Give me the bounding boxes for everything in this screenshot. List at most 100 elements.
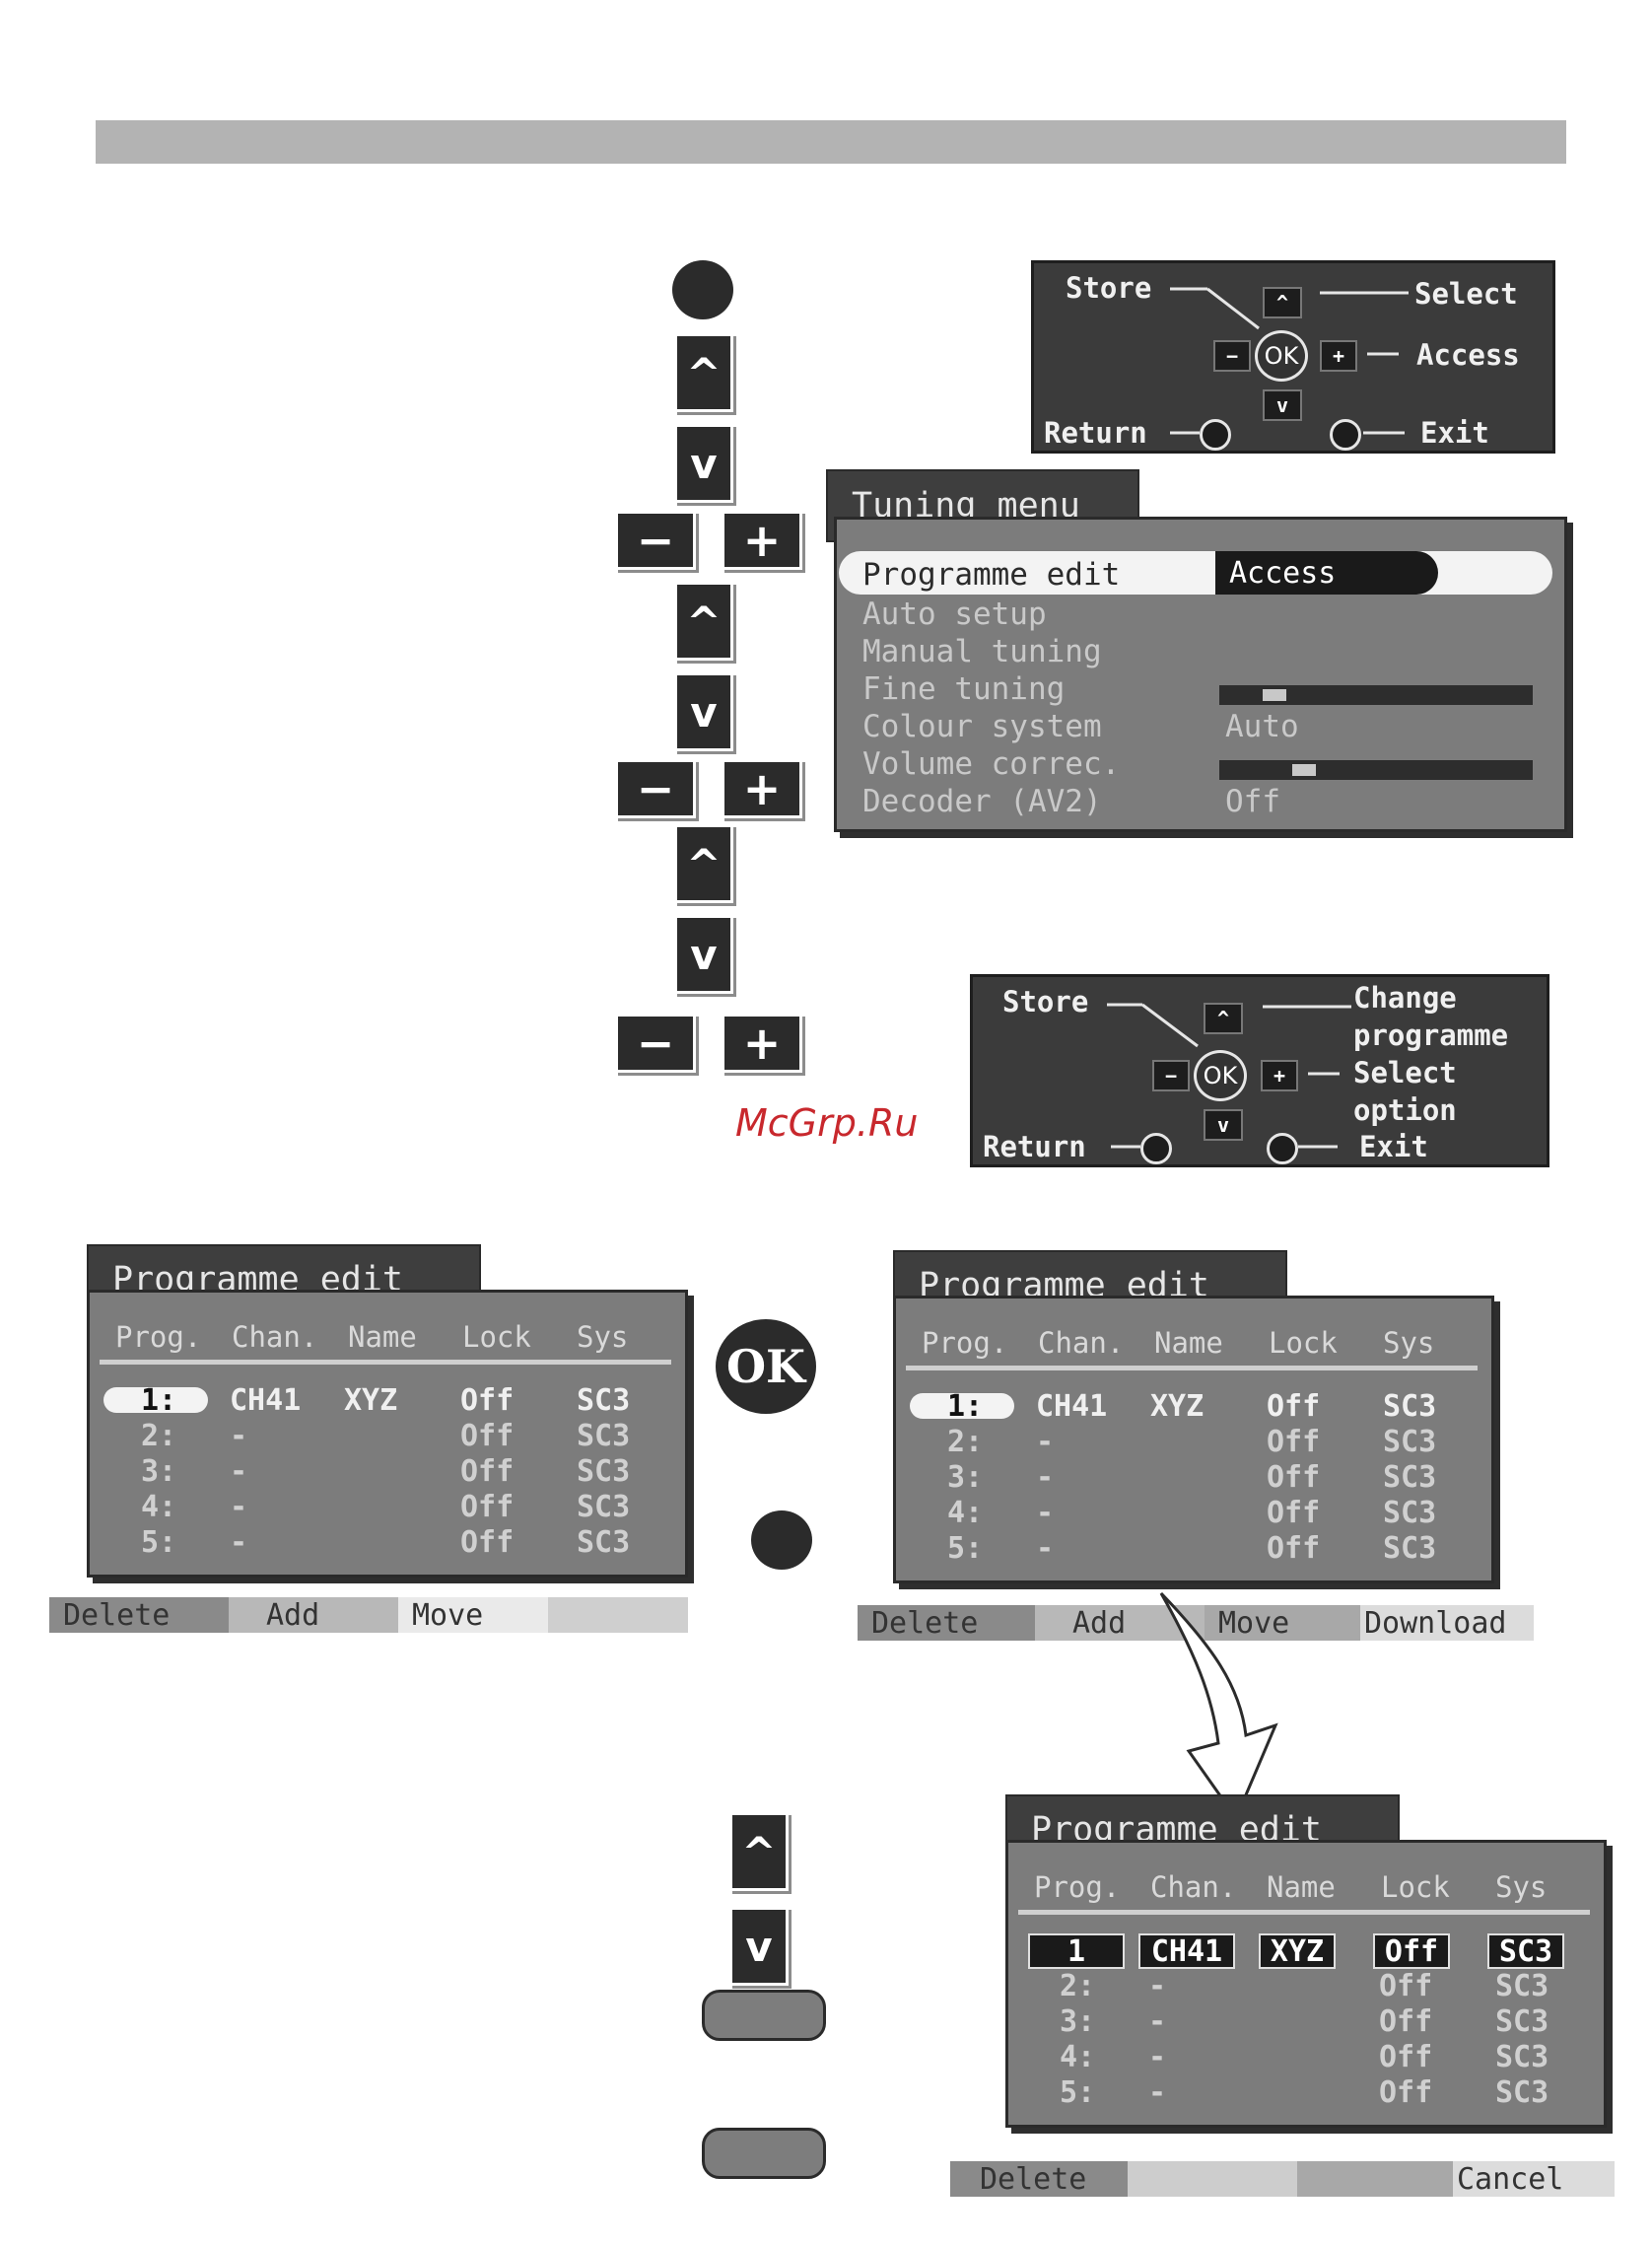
minus-key-3[interactable]: −	[615, 1014, 696, 1073]
fine-tuning-slider[interactable]	[1219, 685, 1533, 705]
row1-name: XYZ	[344, 1383, 398, 1418]
help-panel-2: Store Change programme Select option Ret…	[970, 974, 1549, 1167]
row4-chan: -	[1036, 1496, 1055, 1530]
row3-lock: Off	[1267, 1460, 1321, 1495]
header-rule	[906, 1366, 1478, 1370]
row1-chan: CH41	[1036, 1389, 1108, 1424]
footer2-delete[interactable]: Delete	[858, 1605, 1035, 1641]
row3-prog[interactable]: 3:	[1060, 2004, 1096, 2039]
minus-key-2[interactable]: −	[615, 759, 696, 818]
row5-sys: SC3	[1495, 2075, 1549, 2110]
row3-prog[interactable]: 3:	[947, 1460, 984, 1495]
plus-key-2[interactable]: +	[722, 759, 802, 818]
row2-prog[interactable]: 2:	[1060, 1969, 1096, 2003]
row1-sys: SC3	[1383, 1389, 1437, 1424]
footer-2: Delete Add Move Download	[858, 1605, 1534, 1641]
row4-prog[interactable]: 4:	[141, 1490, 177, 1524]
prog-edit-3-panel: Prog. Chan. Name Lock Sys 1 CH41 XYZ Off…	[1005, 1840, 1607, 2128]
down-key-3[interactable]: v	[674, 915, 733, 994]
plus-key-3[interactable]: +	[722, 1014, 802, 1073]
col-chan: Chan.	[1038, 1326, 1125, 1360]
move-row-prog[interactable]: 1	[1028, 1933, 1125, 1969]
volume-correc-slider[interactable]	[1219, 760, 1533, 780]
row4-sys: SC3	[1495, 2040, 1549, 2074]
row1-prog[interactable]: 1:	[141, 1383, 177, 1418]
row3-prog[interactable]: 3:	[141, 1454, 177, 1489]
row5-sys: SC3	[1383, 1531, 1437, 1566]
menu-button[interactable]	[672, 260, 733, 319]
footer-3: Delete Cancel	[950, 2161, 1615, 2197]
help2-return-circle-icon	[1140, 1133, 1172, 1164]
footer1-delete[interactable]: Delete	[49, 1597, 229, 1633]
footer1-blank[interactable]	[548, 1597, 688, 1633]
header-rule	[100, 1360, 671, 1365]
move-row-lock: Off	[1373, 1933, 1450, 1969]
row1-prog[interactable]: 1:	[947, 1389, 984, 1424]
move-row-sys: SC3	[1487, 1933, 1564, 1969]
menu-item-fine-tuning[interactable]: Fine tuning	[862, 671, 1066, 707]
help1-ok-icon: OK	[1255, 330, 1308, 382]
programme-edit-access-value[interactable]: Access	[1215, 551, 1438, 595]
col-lock: Lock	[1381, 1870, 1450, 1904]
footer3-blank-1[interactable]	[1128, 2161, 1297, 2197]
help2-option-label: option	[1353, 1093, 1457, 1127]
colour-key-1[interactable]	[702, 1990, 826, 2041]
minus-key-1[interactable]: −	[615, 511, 696, 570]
row4-chan: -	[230, 1490, 248, 1524]
round-button[interactable]	[751, 1510, 812, 1570]
footer3-delete[interactable]: Delete	[950, 2161, 1128, 2197]
move-row-name: XYZ	[1259, 1933, 1336, 1969]
menu-item-decoder-av2[interactable]: Decoder (AV2)	[862, 784, 1102, 819]
row2-lock: Off	[1379, 1969, 1433, 2003]
row3-lock: Off	[460, 1454, 515, 1489]
row5-lock: Off	[1379, 2075, 1433, 2110]
row4-sys: SC3	[1383, 1496, 1437, 1530]
row5-chan: -	[1148, 2075, 1167, 2110]
menu-item-manual-tuning[interactable]: Manual tuning	[862, 634, 1102, 669]
footer3-blank-2[interactable]	[1297, 2161, 1453, 2197]
menu-item-auto-setup[interactable]: Auto setup	[862, 597, 1047, 632]
footer1-move[interactable]: Move	[398, 1597, 548, 1633]
row5-prog[interactable]: 5:	[1060, 2075, 1096, 2110]
ok-button[interactable]: OK	[716, 1319, 816, 1414]
down-key-2[interactable]: v	[674, 672, 733, 751]
up-key-4[interactable]: ^	[729, 1812, 789, 1891]
row4-sys: SC3	[577, 1490, 631, 1524]
menu-item-programme-edit[interactable]: Programme edit	[862, 557, 1121, 593]
footer2-move[interactable]: Move	[1205, 1605, 1360, 1641]
col-lock: Lock	[462, 1320, 531, 1354]
row2-prog[interactable]: 2:	[947, 1425, 984, 1459]
colour-key-2[interactable]	[702, 2128, 826, 2179]
help2-select-label: Select	[1353, 1056, 1457, 1089]
down-key-4[interactable]: v	[729, 1907, 789, 1986]
down-key-1[interactable]: v	[674, 424, 733, 503]
row1-sys: SC3	[577, 1383, 631, 1418]
footer2-download[interactable]: Download	[1360, 1605, 1534, 1641]
help2-return-label: Return	[983, 1130, 1086, 1163]
help2-plus-icon: +	[1261, 1060, 1298, 1091]
row2-lock: Off	[1267, 1425, 1321, 1459]
help2-up-icon: ^	[1204, 1003, 1243, 1034]
header-rule	[1018, 1910, 1590, 1915]
col-name: Name	[1267, 1870, 1336, 1904]
row4-prog[interactable]: 4:	[1060, 2040, 1096, 2074]
row4-lock: Off	[1267, 1496, 1321, 1530]
menu-item-colour-system[interactable]: Colour system	[862, 709, 1102, 744]
up-key-1[interactable]: ^	[674, 333, 733, 412]
menu-item-volume-correc[interactable]: Volume correc.	[862, 746, 1121, 782]
row4-lock: Off	[1379, 2040, 1433, 2074]
row2-prog[interactable]: 2:	[141, 1419, 177, 1453]
up-key-2[interactable]: ^	[674, 582, 733, 661]
footer3-cancel[interactable]: Cancel	[1453, 2161, 1615, 2197]
watermark: McGrp.Ru	[735, 1101, 919, 1145]
col-chan: Chan.	[232, 1320, 318, 1354]
col-chan: Chan.	[1150, 1870, 1237, 1904]
help2-exit-label: Exit	[1359, 1130, 1428, 1163]
row5-prog[interactable]: 5:	[141, 1525, 177, 1560]
footer1-add[interactable]: Add	[229, 1597, 398, 1633]
up-key-3[interactable]: ^	[674, 824, 733, 903]
row4-prog[interactable]: 4:	[947, 1496, 984, 1530]
plus-key-1[interactable]: +	[722, 511, 802, 570]
row5-prog[interactable]: 5:	[947, 1531, 984, 1566]
help1-minus-icon: −	[1213, 340, 1251, 372]
